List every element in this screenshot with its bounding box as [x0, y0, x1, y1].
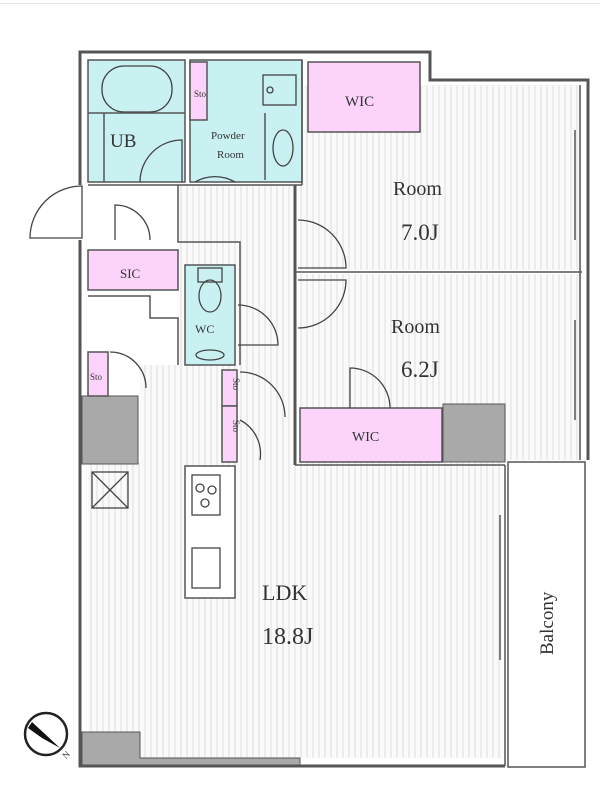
walk-in-closet-top: [307, 61, 421, 133]
stove-icon: [191, 474, 221, 516]
powder-room: [189, 59, 303, 183]
label-room: Room: [217, 149, 244, 161]
label-sto-mid-1: Sto: [231, 378, 241, 391]
top-divider: [0, 3, 600, 4]
bathtub-icon: [101, 65, 173, 113]
storage-top: [189, 61, 208, 121]
label-room-1-size: 7.0J: [401, 220, 439, 245]
kitchen-sink-icon: [191, 547, 221, 589]
entrance-door[interactable]: [29, 185, 83, 239]
label-room-2-size: 6.2J: [401, 357, 439, 382]
label-ldk: LDK: [262, 580, 307, 605]
outer-wall-top: [78, 50, 590, 460]
balcony-area: [507, 461, 586, 768]
washing-machine-icon: [262, 74, 297, 106]
label-balcony: Balcony: [537, 591, 558, 655]
storage-mid-2: [221, 405, 238, 463]
label-room-2: Room: [391, 316, 440, 338]
toilet-bowl-icon: [198, 279, 222, 313]
ventilation-icon: [91, 471, 129, 509]
toilet-tank-icon: [197, 267, 223, 283]
label-powder: Powder: [211, 130, 245, 142]
structural-column: [81, 395, 139, 465]
room-1-door[interactable]: [297, 219, 347, 269]
storage-left: [87, 351, 109, 397]
sink-icon: [272, 129, 294, 167]
hand-sink-icon: [195, 349, 225, 361]
label-sto-top: Sto: [194, 89, 207, 99]
label-sto-mid-2: Sto: [231, 420, 241, 433]
label-room-1: Room: [393, 178, 442, 200]
label-wic-top: WIC: [345, 94, 374, 110]
label-wic-bottom: WIC: [352, 430, 379, 445]
hall-floor: [140, 365, 295, 465]
walk-in-closet-bottom: [299, 407, 443, 463]
compass-icon: N: [23, 711, 72, 761]
toilet-door[interactable]: [237, 304, 279, 346]
label-ldk-size: 18.8J: [262, 624, 313, 650]
label-wc: WC: [195, 322, 214, 336]
label-sic: SIC: [120, 266, 140, 281]
ldk-floor: [88, 462, 502, 758]
shoe-in-closet: [87, 249, 179, 291]
label-sto-left: Sto: [90, 372, 103, 382]
compass-north-label: N: [60, 749, 72, 761]
room-2-door[interactable]: [297, 279, 347, 329]
outer-wall-left: [78, 240, 505, 768]
label-ub: UB: [110, 131, 136, 152]
structural-column-right: [442, 403, 506, 463]
kitchen-counter: [184, 465, 236, 599]
doors: [29, 130, 576, 660]
